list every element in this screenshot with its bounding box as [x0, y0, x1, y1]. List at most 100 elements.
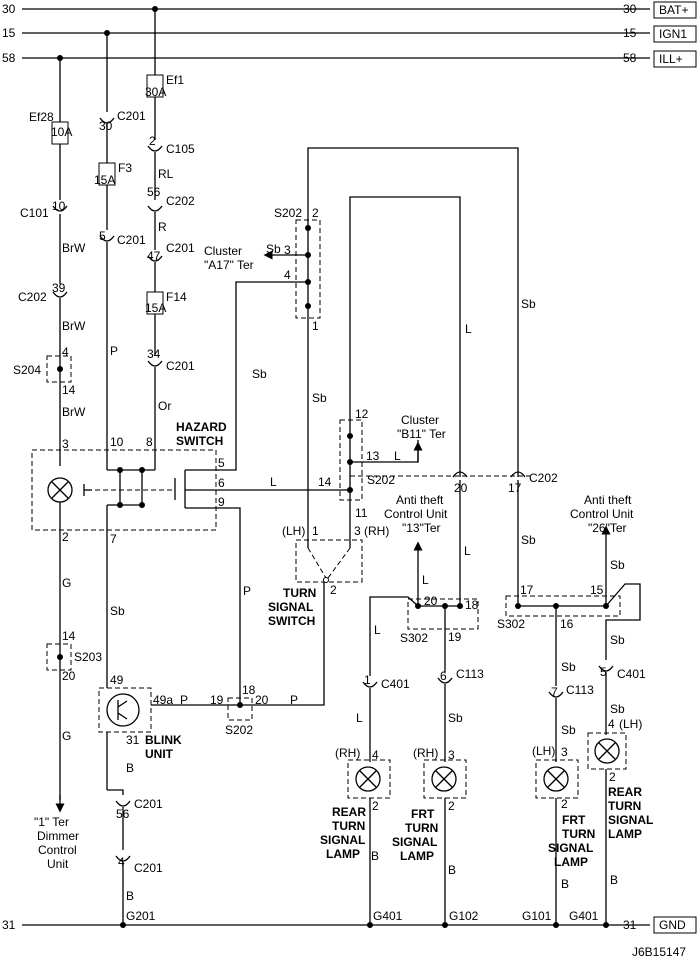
f14-fuse-rating: 15A	[145, 301, 166, 315]
turn-title-3: SWITCH	[268, 614, 315, 628]
hazard-switch	[31, 449, 217, 688]
wire-p-1: P	[110, 344, 118, 358]
c202-pin-39: 39	[52, 281, 66, 295]
turn-pin-1: 1	[312, 524, 319, 538]
wire-sb-c202: Sb	[521, 533, 536, 547]
c201-pin-5: 5	[99, 229, 106, 243]
ign-pin-right: 15	[623, 26, 637, 40]
wire-sb-lh-front-2: Sb	[561, 723, 576, 737]
c202-right	[350, 471, 530, 606]
wire-g-2: G	[62, 729, 71, 743]
turn-title-2: SIGNAL	[268, 600, 313, 614]
lh-front-pin-3: 3	[561, 745, 568, 759]
wire-sb-lh-front-1: Sb	[561, 660, 576, 674]
dimmer-lamp-pin-2: 2	[62, 530, 69, 544]
s202-top-pin-4: 4	[284, 268, 291, 282]
hazard-pin-10: 10	[110, 435, 124, 449]
turn-pin-2: 2	[330, 583, 337, 597]
wire-rl: RL	[158, 167, 174, 181]
s202-mid-pin-14: 14	[318, 475, 332, 489]
antitheft26-2: Control Unit	[570, 507, 634, 521]
s302-pin-19: 19	[448, 630, 462, 644]
bat-feed-circuit	[146, 9, 164, 470]
lh-rear-pin-2: 2	[609, 770, 616, 784]
c202-pin-56: 56	[147, 185, 161, 199]
lh-rear-pin-4: 4	[608, 717, 615, 731]
dimmer-label-2: Dimmer	[37, 829, 79, 843]
wire-p-blink: P	[180, 693, 188, 707]
lh-front-lamp-branch	[535, 691, 579, 925]
c201-pin-47: 47	[147, 249, 161, 263]
wire-brw-2: BrW	[62, 319, 86, 333]
rh-front-lamp-branch	[423, 677, 467, 925]
s202-pin-19: 19	[210, 693, 224, 707]
s202-label-mid: S202	[367, 473, 395, 487]
wire-b-rh-rear: B	[371, 849, 379, 863]
lh-rear-title-1: REAR	[608, 785, 642, 799]
s204-pin-14: 14	[62, 383, 76, 397]
wire-l-antitheft13: L	[422, 573, 429, 587]
s202-label-lower: S202	[225, 723, 253, 737]
wire-l-hazard: L	[270, 475, 277, 489]
gnd-rail-label: GND	[653, 916, 697, 934]
bat-label: BAT+	[659, 3, 688, 17]
c202-label-right: C202	[529, 471, 558, 485]
lh-front-lh: (LH)	[532, 744, 555, 758]
rh-rear-title-4: LAMP	[326, 847, 360, 861]
bat-pin-left: 30	[2, 2, 16, 16]
hazard-pin-9: 9	[218, 495, 225, 509]
c201-label-b: C201	[117, 233, 146, 247]
blink-ground-wire	[107, 789, 131, 925]
c401-label-a: C401	[381, 677, 410, 691]
c201-label-e: C201	[134, 797, 163, 811]
wire-sb-antitheft26: Sb	[610, 558, 625, 572]
power-rails	[22, 8, 650, 926]
rh-rear-title-2: TURN	[332, 819, 365, 833]
ground-g102: G102	[449, 909, 479, 923]
rh-front-title-3: SIGNAL	[392, 835, 437, 849]
wire-p-hazard: P	[243, 584, 251, 598]
wire-sb-blink: Sb	[110, 604, 125, 618]
lh-rear-title-4: LAMP	[608, 827, 642, 841]
s202-mid-pin-12: 12	[355, 407, 369, 421]
s202-mid-pin-13: 13	[366, 449, 380, 463]
antitheft26-1: Anti theft	[584, 493, 632, 507]
ef28-fuse-name: Ef28	[29, 110, 54, 124]
c201-pin-34: 34	[147, 347, 161, 361]
cluster-a17-1: Cluster	[204, 244, 242, 258]
wire-brw-3: BrW	[62, 405, 86, 419]
wire-l-loop: L	[465, 322, 472, 336]
c201-pin-30: 30	[99, 119, 113, 133]
s202-pin-20: 20	[255, 693, 269, 707]
rh-rear-lamp-branch	[347, 681, 391, 925]
ground-g401-a: G401	[373, 909, 403, 923]
wire-sb-rh-front: Sb	[448, 711, 463, 725]
rh-rear-rh: (RH)	[335, 746, 360, 760]
wire-l-rh-rear-2: L	[356, 711, 363, 725]
wire-p-turn: P	[290, 693, 298, 707]
hazard-pin-6: 6	[218, 476, 225, 490]
sb-loop-wire	[307, 147, 519, 477]
lh-front-title-1: FRT	[562, 813, 586, 827]
bat-pin-right: 30	[623, 2, 637, 16]
hazard-pin-7: 7	[110, 532, 117, 546]
wire-sb-cluster: Sb	[266, 242, 281, 256]
blink-to-turn-switch	[240, 582, 325, 706]
s202-mid-pin-11: 11	[355, 506, 368, 520]
s202-top-pin-1: 1	[312, 319, 319, 333]
s302-pin-15: 15	[590, 583, 604, 597]
wire-sb-lh-rear-1: Sb	[610, 633, 625, 647]
dimmer-label-1: "1" Ter	[34, 815, 69, 829]
c401-pin-1: 1	[364, 673, 371, 687]
s202-top-pin-3: 3	[284, 243, 291, 257]
rh-front-rh: (RH)	[413, 746, 438, 760]
ef1-fuse-name: Ef1	[166, 73, 184, 87]
dimmer-lamp-pin-3: 3	[62, 437, 69, 451]
s302-pin-17: 17	[520, 583, 534, 597]
wire-sb-turn-lh: Sb	[312, 391, 327, 405]
rh-front-title-4: LAMP	[400, 849, 434, 863]
dimmer-label-3: Control	[38, 843, 77, 857]
hazard-output-wires	[215, 281, 350, 705]
wire-brw-1: BrW	[62, 241, 86, 255]
